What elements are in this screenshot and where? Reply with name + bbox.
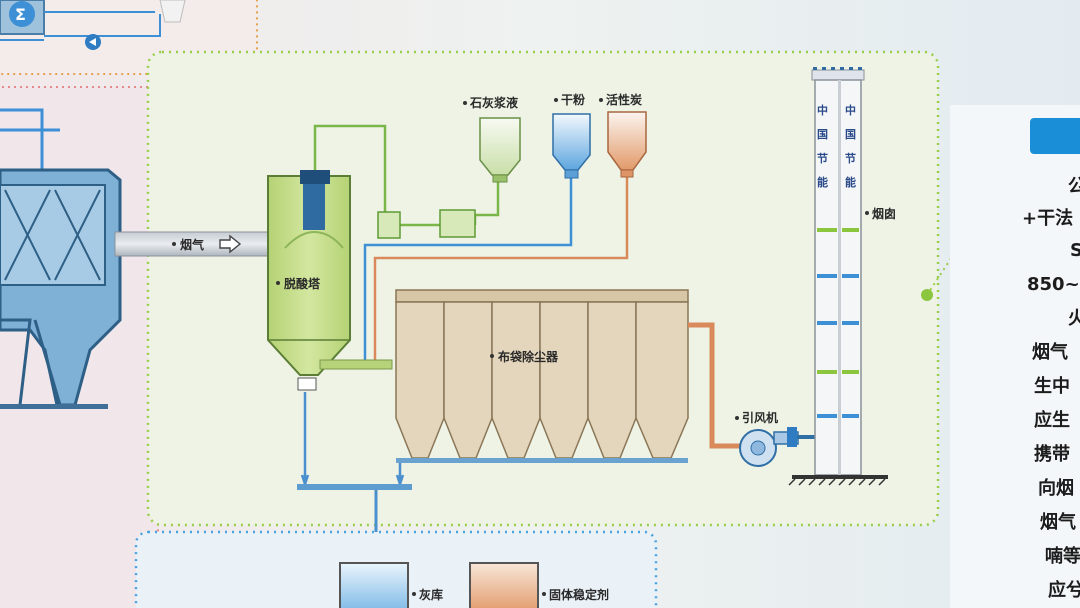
- activated-carbon-label: 活性炭: [606, 92, 642, 107]
- bag-filter-ash-conveyor: [396, 458, 688, 463]
- deacid-tower-dot: [276, 281, 280, 285]
- bottom-panel: 灰库 固体稳定剂: [134, 530, 658, 608]
- spray-nozzle: [303, 184, 325, 230]
- dry-powder-label: 干粉: [561, 92, 585, 107]
- chimney-cap: [811, 69, 865, 81]
- chimney-text-left-4: 能: [817, 175, 828, 189]
- right-info-panel-bg: [950, 105, 1080, 608]
- chimney-vertical-text: 中 国 节 能 中 国 节 能: [817, 103, 856, 189]
- bag-filter: [395, 289, 689, 463]
- deacid-tower-label: 脱酸塔: [284, 276, 321, 291]
- chimney-text-right-3: 节: [845, 151, 856, 165]
- flue-gas-dot: [172, 242, 176, 246]
- side-text-4: 850~: [1027, 274, 1080, 295]
- ash-collector-bar: [297, 484, 412, 490]
- flue-gas-duct: [114, 231, 276, 257]
- activated-carbon-silo: [607, 111, 647, 178]
- induced-fan: [739, 427, 820, 467]
- side-text-1: 公: [1068, 176, 1080, 197]
- side-text-2: +干法: [1022, 207, 1073, 229]
- lime-slurry-dot: [463, 101, 467, 105]
- chimney: 中 国 节 能 中 国 节 能: [788, 67, 888, 486]
- flow-arrow-icon: [219, 234, 242, 254]
- chimney-ground: [792, 475, 888, 479]
- furnace-hoppers: [0, 318, 62, 406]
- deacid-tower: [267, 170, 351, 391]
- side-text-10: 向烟: [1038, 477, 1074, 499]
- side-text-12: 喃等: [1045, 545, 1080, 567]
- side-text-8: 应生: [1034, 409, 1070, 431]
- tower-to-filter-pipe: [319, 359, 393, 370]
- pump-arrow-icon: [89, 38, 96, 46]
- right-panel-header-badge: [1030, 118, 1080, 154]
- top-left-pipes: [0, 11, 161, 41]
- chimney-bands: [817, 228, 859, 418]
- side-text-3: S: [1070, 240, 1080, 261]
- solid-stabilizer-dot: [542, 592, 546, 596]
- solid-stabilizer-silo: [469, 562, 539, 608]
- ash-silo-label: 灰库: [419, 587, 443, 602]
- activated-carbon-dot: [599, 98, 603, 102]
- side-text-11: 烟气: [1040, 511, 1076, 533]
- summation-icon-glyph: Σ: [15, 5, 26, 24]
- chimney-divider: [838, 80, 841, 475]
- lime-slurry-silo: [479, 117, 521, 183]
- chimney-text-left-1: 中: [817, 103, 828, 117]
- dosing-box-2: [439, 209, 476, 238]
- chimney-ground-hatch: [788, 478, 886, 486]
- orange-feed-pipe: [373, 176, 629, 360]
- induced-fan-dot: [735, 416, 739, 420]
- blue-feed-pipe: [363, 178, 573, 360]
- chimney-text-right-4: 能: [845, 175, 856, 189]
- chimney-text-right-1: 中: [845, 103, 856, 117]
- tower-cap: [300, 170, 330, 184]
- solid-stabilizer-label: 固体稳定剂: [549, 587, 609, 602]
- connector-dot-start: [921, 289, 933, 301]
- induced-fan-label: 引风机: [742, 410, 778, 425]
- summation-icon: [9, 1, 35, 27]
- green-feed-pipe-upper: [313, 124, 387, 215]
- furnace-base: [0, 404, 108, 409]
- chimney-cap-lights: [813, 67, 862, 70]
- side-text-7: 生中: [1034, 375, 1070, 397]
- right-info-panel: 公 +干法 S 850~ 火 烟气 生中 应生 携带 向烟 烟气 喃等 应兮: [950, 105, 1080, 608]
- chimney-label: 烟囱: [872, 206, 896, 221]
- side-text-13: 应兮: [1048, 579, 1080, 601]
- furnace-cross-bracing: [4, 189, 101, 281]
- top-vessel: [159, 0, 186, 23]
- flue-gas-label: 烟气: [180, 237, 204, 252]
- lime-slurry-label: 石灰浆液: [469, 95, 518, 110]
- main-panel-border: [146, 50, 940, 527]
- ash-silo-dot: [412, 592, 416, 596]
- chimney-text-left-2: 国: [817, 128, 828, 141]
- bag-filter-label: 布袋除尘器: [498, 349, 559, 364]
- chimney-text-left-3: 节: [817, 151, 828, 165]
- dry-powder-dot: [554, 98, 558, 102]
- fan-damper: [787, 427, 797, 447]
- bag-filter-columns: [395, 301, 689, 459]
- chimney-dot: [865, 211, 869, 215]
- furnace-window: [0, 184, 106, 286]
- side-text-9: 携带: [1034, 443, 1070, 465]
- side-text-5: 火: [1068, 308, 1080, 329]
- bag-filter-dot: [490, 354, 494, 358]
- chimney-text-right-2: 国: [845, 128, 856, 141]
- left-pipes: [0, 108, 60, 170]
- side-text-6: 烟气: [1032, 341, 1068, 363]
- filter-to-fan-duct: [688, 322, 748, 449]
- spray-mist: [284, 230, 344, 249]
- dry-powder-silo: [552, 113, 591, 179]
- ash-silo: [339, 562, 409, 608]
- tower-outlet-valve: [297, 377, 317, 391]
- dosing-box-1: [377, 211, 401, 239]
- left-panel: [0, 86, 159, 608]
